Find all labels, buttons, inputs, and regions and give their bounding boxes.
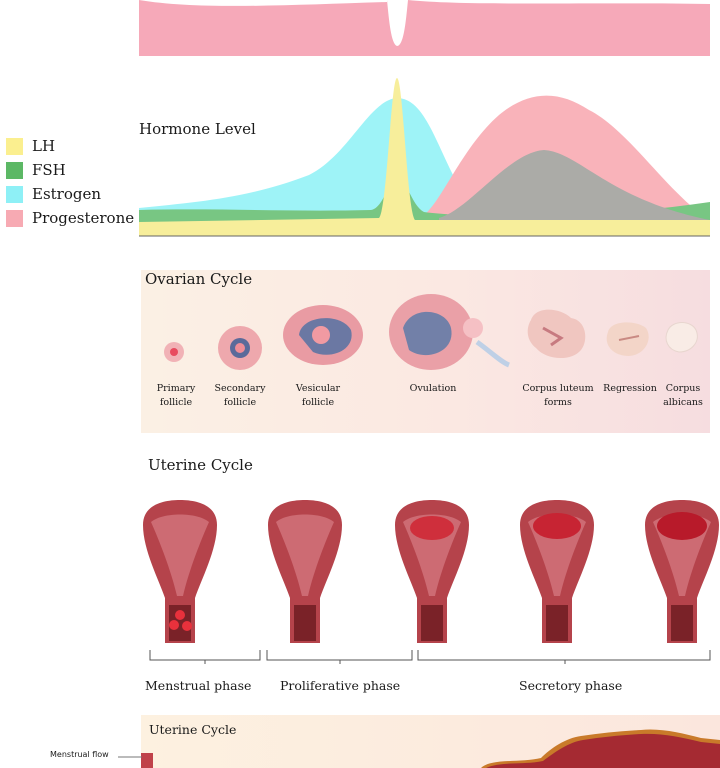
estrogen-curve bbox=[139, 98, 710, 236]
uterus-secretory-late-icon bbox=[645, 500, 719, 643]
stage-label-regression: Regression bbox=[603, 383, 657, 394]
hormone-legend: LH FSH Estrogen Progesterone bbox=[6, 134, 134, 230]
uterus-menstrual-icon bbox=[143, 500, 217, 643]
fsh-swatch bbox=[6, 161, 23, 179]
phase-brackets bbox=[149, 650, 711, 664]
hormone-level-chart bbox=[139, 78, 710, 237]
legend-label: Estrogen bbox=[32, 185, 102, 203]
hormone-level-title: Hormone Level bbox=[139, 120, 256, 138]
corpus-luteum-icon bbox=[527, 309, 586, 359]
uterus-illustrations bbox=[143, 500, 719, 643]
lh-curve bbox=[139, 78, 710, 236]
legend-item-lh: LH bbox=[6, 134, 134, 158]
uterine-cycle-detail-title: Uterine Cycle bbox=[149, 722, 237, 737]
uterus-secretory-mid-icon bbox=[520, 500, 594, 643]
corpus-albicans-icon bbox=[665, 322, 698, 353]
legend-label: FSH bbox=[32, 161, 66, 179]
regression-icon bbox=[606, 322, 649, 356]
uterus-secretory-early-icon bbox=[395, 500, 469, 643]
endometrium-band bbox=[139, 0, 710, 56]
menstrual-flow-label: Menstrual flow bbox=[50, 750, 109, 759]
stage-label-ovulation: Ovulation bbox=[409, 383, 457, 394]
vesicular-follicle-icon bbox=[283, 305, 363, 365]
estrogen-swatch bbox=[6, 185, 23, 203]
phase-label-proliferative: Proliferative phase bbox=[280, 678, 401, 693]
secondary-follicle-icon bbox=[218, 326, 262, 370]
legend-item-progesterone: Progesterone bbox=[6, 206, 134, 230]
ovulation-icon bbox=[389, 294, 511, 370]
phase-label-secretory: Secretory phase bbox=[519, 678, 623, 693]
uterus-proliferative-icon bbox=[268, 500, 342, 643]
legend-item-estrogen: Estrogen bbox=[6, 182, 134, 206]
overlap-hump bbox=[439, 150, 710, 220]
endometrium-strip bbox=[141, 729, 720, 768]
uterine-cycle-title: Uterine Cycle bbox=[148, 456, 253, 474]
menstrual-flow-pointer bbox=[118, 756, 142, 758]
legend-label: LH bbox=[32, 137, 56, 155]
progesterone-swatch bbox=[6, 209, 23, 227]
ovarian-stage-illustrations bbox=[164, 294, 698, 370]
ovarian-cycle-title: Ovarian Cycle bbox=[145, 270, 253, 288]
phase-label-menstrual: Menstrual phase bbox=[145, 678, 252, 693]
legend-label: Progesterone bbox=[32, 209, 135, 227]
legend-item-fsh: FSH bbox=[6, 158, 134, 182]
lh-swatch bbox=[6, 137, 23, 155]
primary-follicle-icon bbox=[164, 342, 184, 362]
